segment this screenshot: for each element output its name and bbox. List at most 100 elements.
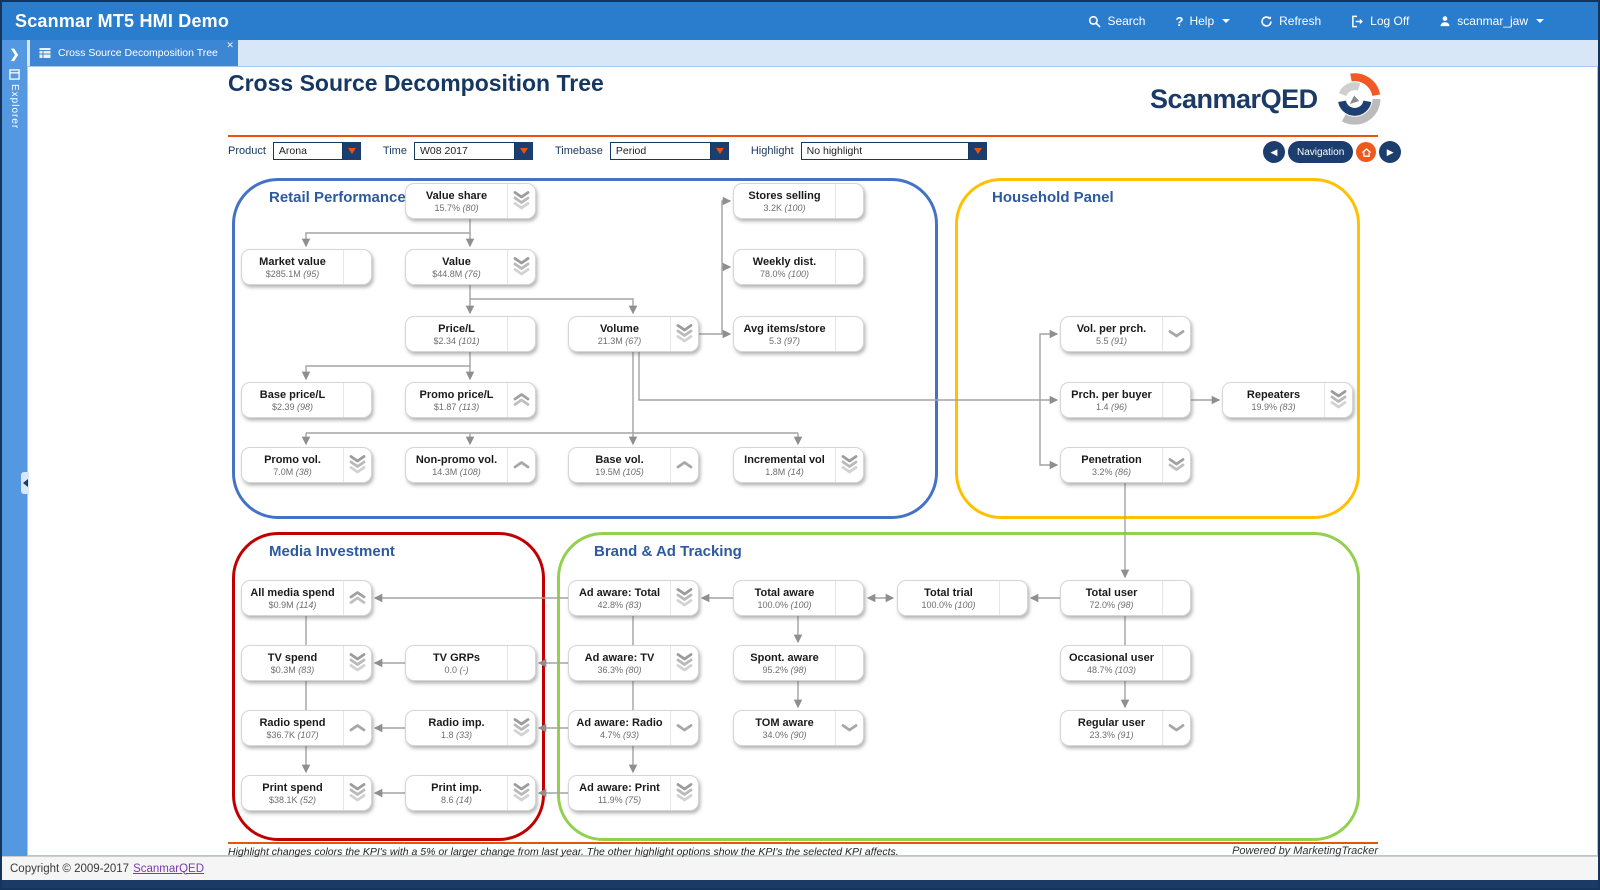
timebase-value[interactable]: Period [609,142,711,160]
kpi-value: 36.3% (80) [597,664,642,675]
window-bottom-strip [2,880,1598,888]
time-value[interactable]: W08 2017 [413,142,515,160]
nav-back-button[interactable]: ◀ [1263,141,1285,163]
kpi-value: $2.34 (101) [433,335,480,346]
trend-down1-icon [670,711,698,745]
product-value[interactable]: Arona [272,142,343,160]
kpi-value: 7.0M (38) [273,466,312,477]
kpi-value: 3.2% (86) [1091,466,1132,477]
highlight-dropdown-button[interactable] [968,142,987,160]
kpi-value: 34.0% (90) [762,729,807,740]
trend-down2-icon [1162,448,1190,482]
arrow-right-icon: ▶ [1386,146,1394,157]
highlight-select[interactable]: No highlight [800,142,987,160]
kpi-title: Print imp. [431,781,482,794]
close-icon[interactable]: ✕ [226,40,234,50]
explorer-label: Explorer [9,84,20,130]
trend-none [835,646,863,680]
tab-cross-source-decomposition-tree[interactable]: Cross Source Decomposition Tree ✕ [30,40,238,66]
kpi-title: Non-promo vol. [415,453,498,466]
kpi-value: 11.9% (75) [597,794,642,805]
kpi-node-value[interactable]: Value$44.8M (76) [405,249,536,285]
filter-bar: Product Arona Time W08 2017 Timebase Per… [228,141,1009,161]
refresh-menu-item[interactable]: Refresh [1260,14,1321,28]
kpi-value: 23.3% (91) [1089,729,1134,740]
kpi-title: Spont. aware [750,651,819,664]
kpi-title: Stores selling [748,189,821,202]
home-button[interactable] [1356,142,1377,162]
kpi-value: 100.0% (100) [757,599,812,610]
expand-explorer-icon[interactable]: ❯ [9,47,20,61]
top-menu: Search ? Help Refresh Log Off scanmar_ja… [1088,14,1598,29]
highlight-value[interactable]: No highlight [800,142,969,160]
kpi-title: Market value [259,255,326,268]
refresh-label: Refresh [1279,14,1322,28]
kpi-value: 1.8 (33) [440,729,473,740]
navigation-button[interactable]: Navigation [1288,141,1354,163]
trend-none [835,184,863,218]
kpi-node-market-value[interactable]: Market value$285.1M (95) [241,249,372,285]
help-menu-item[interactable]: ? Help [1175,13,1231,29]
kpi-value: 5.5 (91) [1095,335,1128,346]
trend-down3-icon [670,646,698,680]
kpi-node-print-imp[interactable]: Print imp.8.6 (14) [405,775,536,811]
trend-none [1162,383,1190,417]
kpi-title: Total user [1085,586,1138,599]
kpi-node-weekly-dist[interactable]: Weekly dist.78.0% (100) [733,249,864,285]
kpi-node-price-l[interactable]: Price/L$2.34 (101) [405,316,536,352]
trend-down3-icon [507,184,535,218]
kpi-node-promo-price-l[interactable]: Promo price/L$1.87 (113) [405,382,536,418]
search-menu-item[interactable]: Search [1088,14,1145,28]
copyright-text: Copyright © 2009-2017 [10,862,130,875]
kpi-node-radio-imp[interactable]: Radio imp.1.8 (33) [405,710,536,746]
logo-mark-icon [1337,73,1381,125]
kpi-node-promo-vol[interactable]: Promo vol.7.0M (38) [241,447,372,483]
product-dropdown-button[interactable] [342,142,361,160]
help-icon: ? [1175,13,1184,29]
kpi-value: 95.2% (98) [762,664,807,675]
scanmarqed-link[interactable]: ScanmarQED [133,862,205,875]
panel-collapse-handle[interactable] [21,472,29,494]
logoff-menu-item[interactable]: Log Off [1351,14,1409,28]
kpi-node-print-spend[interactable]: Print spend$38.1K (52) [241,775,372,811]
time-dropdown-button[interactable] [514,142,533,160]
timebase-dropdown-button[interactable] [710,142,729,160]
kpi-node-tv-spend[interactable]: TV spend$0.3M (83) [241,645,372,681]
kpi-title: Print spend [262,781,323,794]
nav-forward-button[interactable]: ▶ [1379,141,1402,163]
kpi-node-radio-spend[interactable]: Radio spend$36.7K (107) [241,710,372,746]
kpi-node-base-price-l[interactable]: Base price/L$2.39 (98) [241,382,372,418]
kpi-node-base-vol[interactable]: Base vol.19.5M (105) [568,447,699,483]
header-divider [228,135,1378,137]
kpi-value: 4.7% (93) [599,729,640,740]
time-select[interactable]: W08 2017 [413,142,533,160]
timebase-select[interactable]: Period [609,142,729,160]
user-menu-item[interactable]: scanmar_jaw [1439,14,1544,28]
kpi-node-vol-per-prch[interactable]: Vol. per prch.5.5 (91) [1060,316,1191,352]
product-select[interactable]: Arona [272,142,361,160]
report-icon [39,48,51,58]
kpi-node-all-media-spend[interactable]: All media spend$0.9M (114) [241,580,372,616]
chevron-down-icon [1222,19,1231,23]
kpi-node-non-promo-vol[interactable]: Non-promo vol.14.3M (108) [405,447,536,483]
